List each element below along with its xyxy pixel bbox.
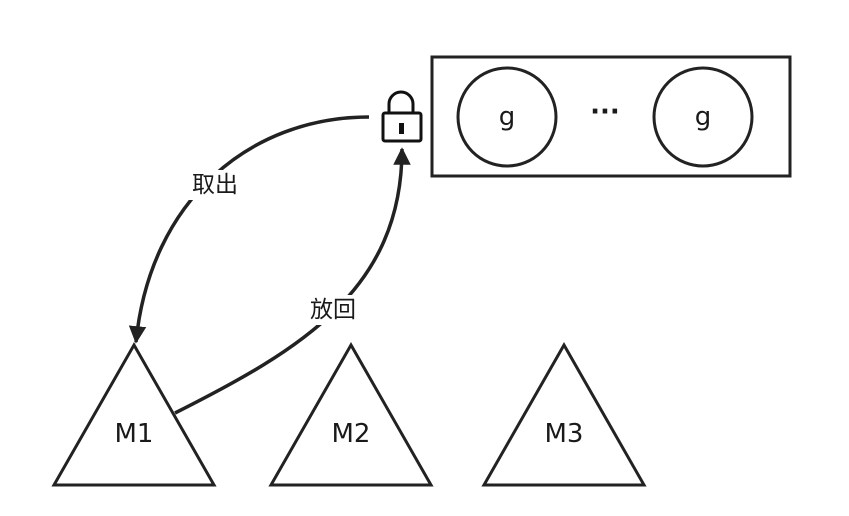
machine-m3: M3 (481, 341, 647, 487)
edge-put-back: 放回 (174, 147, 411, 415)
machine-label: M2 (332, 419, 371, 449)
machine-triangle (51, 341, 217, 487)
goroutine-label: g (499, 102, 516, 132)
edge-label-bg (188, 170, 242, 200)
goroutine-circle (652, 66, 754, 168)
edge-take-out: 取出 (128, 115, 370, 344)
machine-label: M1 (115, 419, 154, 449)
machine-m2: M2 (268, 341, 434, 487)
goroutine-2: g (652, 66, 754, 168)
machine-triangle (481, 341, 647, 487)
machine-triangle (268, 341, 434, 487)
goroutine-1: g (456, 66, 558, 168)
goroutine-circle (456, 66, 558, 168)
edge-put-back-label: 放回 (310, 297, 356, 323)
lock-shackle (387, 90, 415, 114)
lock-keyhole (399, 123, 404, 134)
lock-icon (381, 90, 423, 143)
queue-box (430, 55, 792, 178)
machine-label: M3 (545, 419, 584, 449)
goroutine-label: g (695, 102, 712, 132)
machine-m1: M1 (51, 341, 217, 487)
global-queue: g ··· g (430, 55, 792, 178)
edge-label-bg (306, 295, 360, 325)
edge-take-out-label: 取出 (192, 172, 238, 198)
queue-ellipsis: ··· (590, 97, 620, 127)
